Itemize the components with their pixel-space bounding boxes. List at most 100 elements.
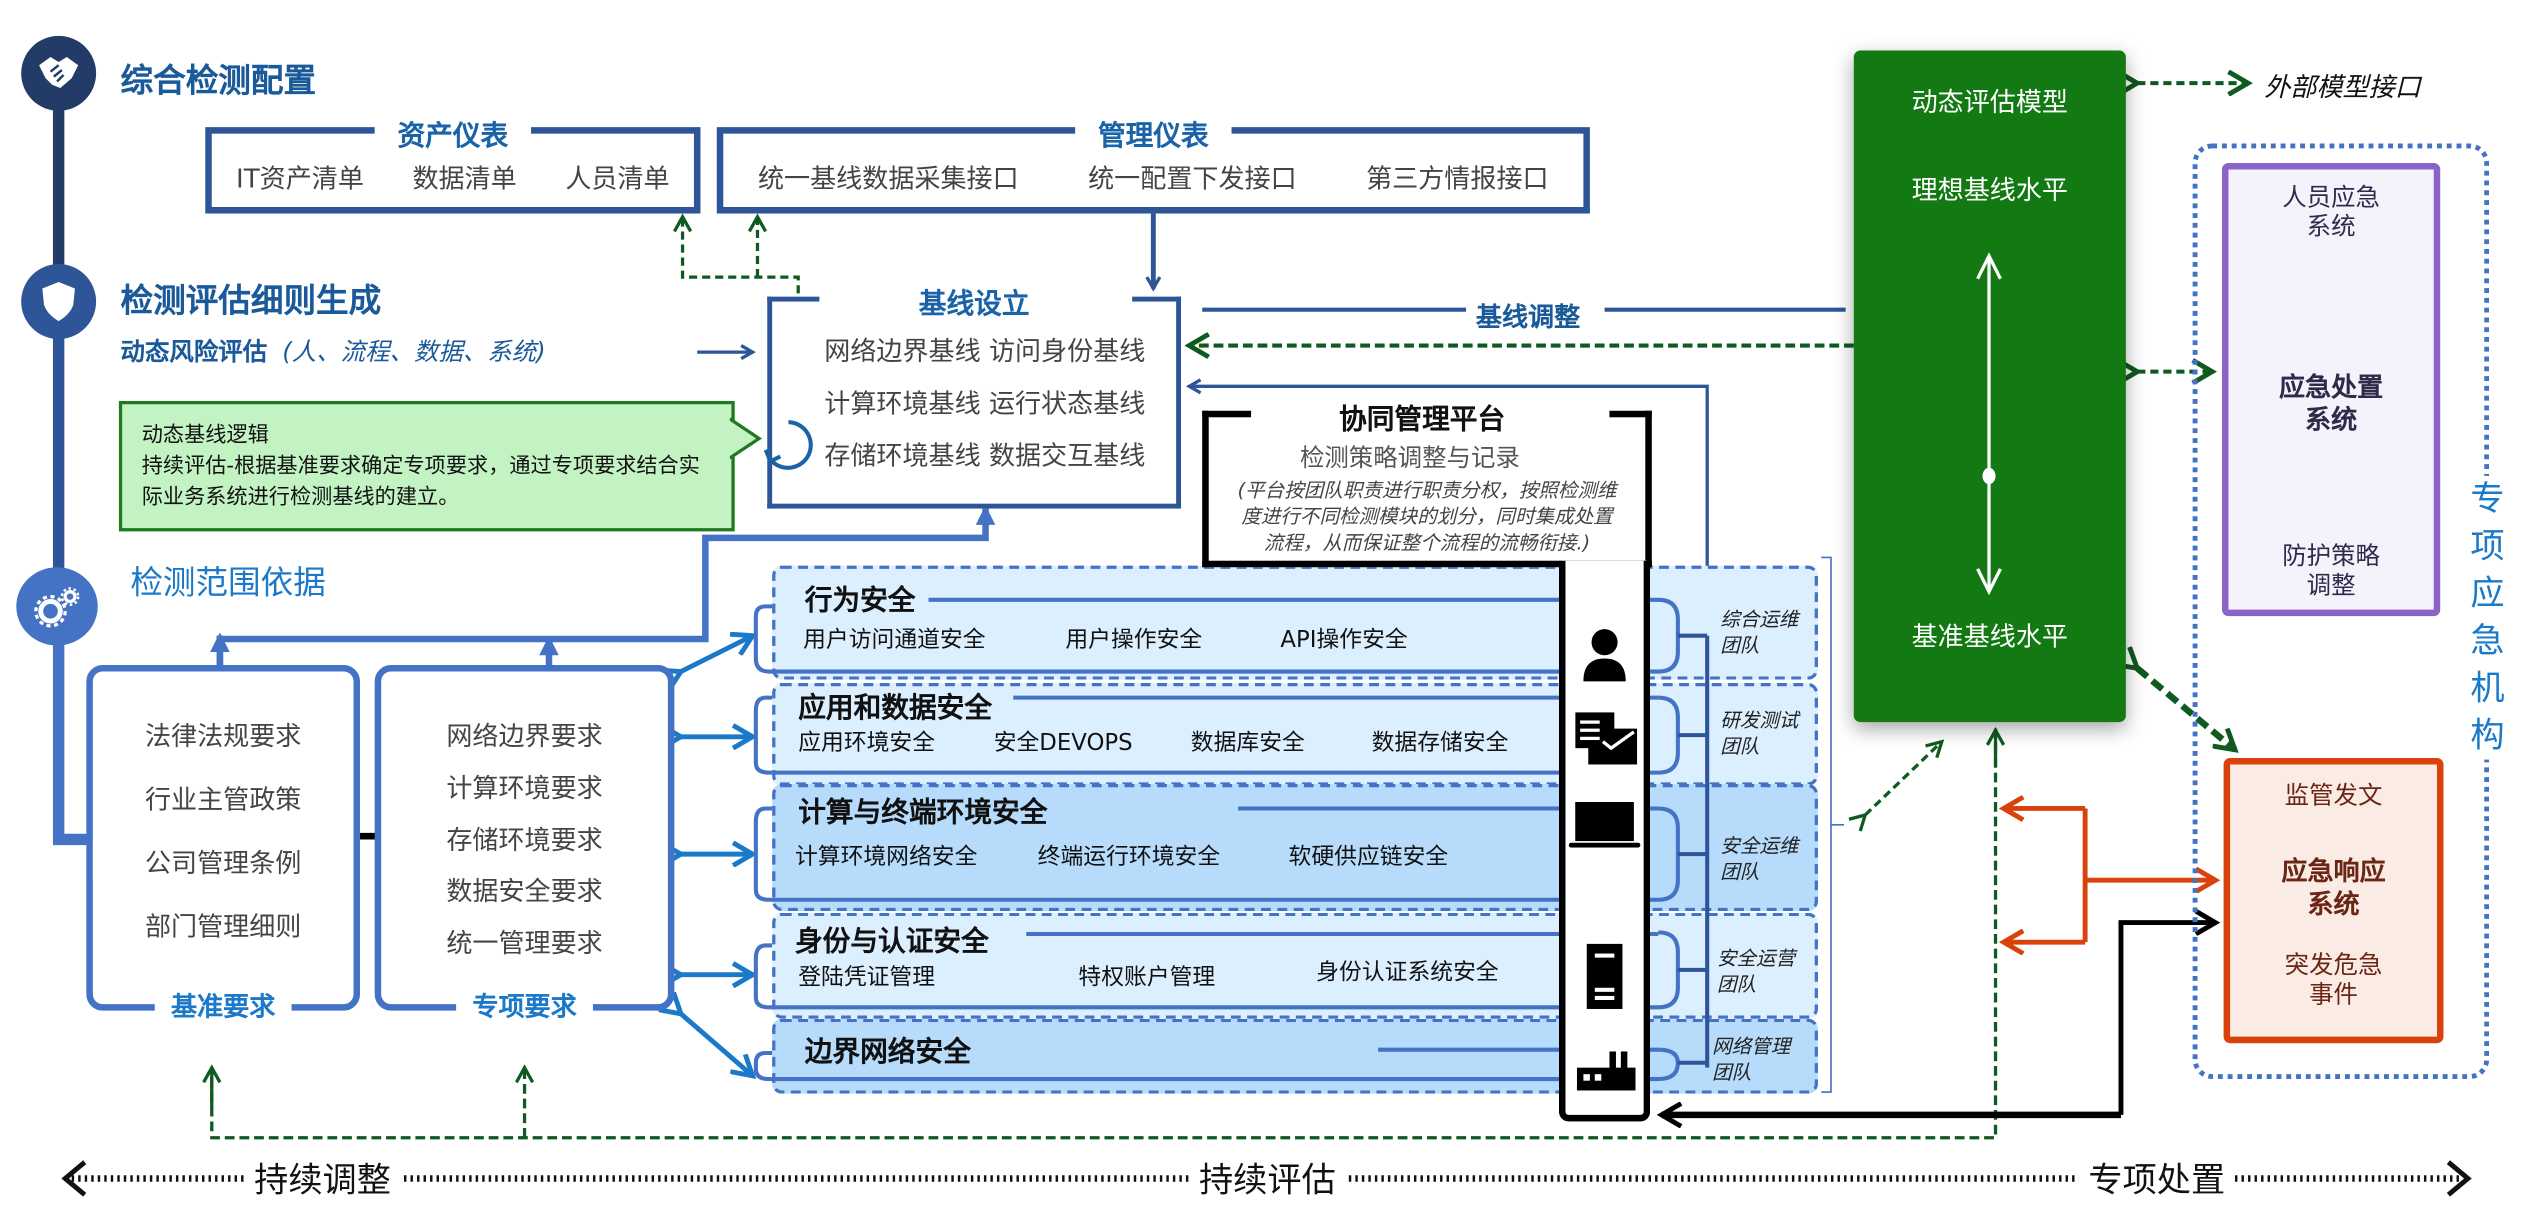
baseline-line: 存储环境基线 数据交互基线 bbox=[824, 440, 1146, 472]
emergency-disposal-system: 人员应急 系统 应急处置 系统 防护策略 调整 bbox=[2221, 163, 2441, 617]
platform-top-right bbox=[1609, 410, 1652, 418]
platform-box bbox=[1202, 410, 1652, 568]
asset-dashboard-title: 资产仪表 bbox=[374, 112, 532, 154]
black-arrow-to-response bbox=[2118, 923, 2215, 1115]
handshake-icon bbox=[39, 57, 79, 89]
bottom-left-arrowhead bbox=[61, 1160, 87, 1197]
model-ideal-level: 理想基线水平 bbox=[1911, 174, 2069, 206]
risk-eval-label: 动态风险评估 (人、流程、数据、系统) bbox=[121, 334, 546, 368]
text-line: 突发危急 bbox=[2284, 950, 2383, 980]
platform-subtitle: 检测策略调整与记录 bbox=[1299, 443, 1520, 473]
note-body: 持续评估-根据基准要求确定专项要求，通过专项要求结合实际业务系统进行检测基线的建… bbox=[141, 454, 700, 511]
team-label-line: 团队 bbox=[1720, 860, 1760, 884]
text-line: 调整 bbox=[2306, 570, 2356, 600]
domain-item: 终端运行环境安全 bbox=[1037, 844, 1221, 871]
level-range-arrow bbox=[1976, 252, 2002, 595]
domain-item: API操作安全 bbox=[1280, 627, 1408, 654]
stage3-marker bbox=[16, 567, 98, 646]
text-line: 系统 bbox=[2305, 404, 2358, 436]
special-item: 网络边界要求 bbox=[446, 720, 603, 752]
benchmark-footer: 基准要求 bbox=[154, 984, 292, 1024]
text-line: 人员应急 bbox=[2282, 182, 2380, 212]
stage2-marker bbox=[21, 264, 97, 340]
domain-item: 用户访问通道安全 bbox=[803, 627, 986, 654]
platform-title: 协同管理平台 bbox=[1339, 404, 1506, 437]
stage2-title: 检测评估细则生成 bbox=[120, 280, 382, 320]
benchmark-item: 法律法规要求 bbox=[144, 720, 302, 752]
domain-item: 特权账户管理 bbox=[1078, 964, 1216, 992]
stage3-title: 检测范围依据 bbox=[130, 562, 326, 602]
benchmark-item: 公司管理条例 bbox=[92, 841, 354, 881]
domain-item: 安全DEVOPS bbox=[993, 730, 1133, 757]
team-label: 安全运营 团队 bbox=[1717, 945, 1795, 997]
text-line: 防护策略 bbox=[2282, 541, 2380, 571]
baseline-adjust-label: 基线调整 bbox=[1475, 301, 1581, 333]
disposal-bottom: 防护策略 调整 bbox=[2228, 541, 2433, 600]
team-label: 综合运维 团队 bbox=[1720, 606, 1798, 658]
team-label: 安全运维 团队 bbox=[1720, 833, 1798, 885]
domain-item: 数据存储安全 bbox=[1371, 730, 1509, 757]
stage1-title: 综合检测配置 bbox=[120, 60, 317, 100]
gears-icon bbox=[34, 587, 80, 628]
note-title: 动态基线逻辑 bbox=[141, 423, 269, 449]
baseline-line: 计算环境基线 运行状态基线 bbox=[824, 387, 1146, 419]
benchmark-item: 部门管理细则 bbox=[144, 911, 302, 943]
behavior-frame bbox=[753, 597, 1680, 674]
emergency-org-label: 专项应急机构 bbox=[2464, 475, 2511, 760]
management-dashboard-items: 统一基线数据采集接口 统一配置下发接口 第三方情报接口 bbox=[723, 156, 1583, 195]
team-label-line: 安全运维 bbox=[1720, 834, 1799, 858]
special-requirements-box: 网络边界要求 计算环境要求 存储环境要求 数据安全要求 统一管理要求 专项要求 bbox=[374, 665, 675, 1024]
laptop-icon bbox=[1568, 801, 1641, 848]
team-label-line: 团队 bbox=[1716, 973, 1757, 996]
response-bottom: 突发危急 事件 bbox=[2230, 950, 2437, 1009]
baseline-setup-title: 基线设立 bbox=[918, 288, 1030, 322]
external-model-interface: 外部模型接口 bbox=[2264, 71, 2421, 103]
team-label-line: 网络管理 bbox=[1712, 1035, 1791, 1058]
border-frame bbox=[753, 1047, 1680, 1082]
server-icon bbox=[1586, 943, 1623, 1009]
special-footer: 专项要求 bbox=[456, 984, 593, 1024]
model-title: 动态评估模型 bbox=[1911, 86, 2069, 118]
desc-line: 流程，从而保证整个流程的流畅衔接.) bbox=[1263, 531, 1591, 555]
compute-frame bbox=[753, 806, 1680, 902]
asset-item: 数据清单 bbox=[412, 163, 517, 194]
dynamic-baseline-note: 动态基线逻辑 持续评估-根据基准要求确定专项要求，通过专项要求结合实际业务系统进… bbox=[118, 400, 735, 532]
text-line: 应急响应 bbox=[2281, 855, 2386, 887]
special-item: 统一管理要求 bbox=[446, 927, 603, 959]
domain-item: 软硬供应链安全 bbox=[1288, 844, 1449, 871]
disposal-main: 应急处置 系统 bbox=[2228, 372, 2433, 437]
response-main: 应急响应 系统 bbox=[2230, 856, 2437, 921]
biarrow-border bbox=[681, 1014, 753, 1076]
dashed-biarrow-teams-model bbox=[1865, 742, 1942, 815]
platform-top-left bbox=[1202, 410, 1252, 418]
asset-dashboard: 资产仪表 IT资产清单 数据清单 人员清单 bbox=[205, 112, 701, 214]
shield-icon bbox=[42, 281, 75, 322]
team-label-line: 团队 bbox=[1712, 1061, 1752, 1084]
appdata-frame bbox=[753, 695, 1680, 775]
mgmt-item: 统一配置下发接口 bbox=[1088, 163, 1297, 194]
benchmark-requirements-box: 法律法规要求 行业主管政策 公司管理条例 部门管理细则 基准要求 bbox=[86, 665, 361, 1024]
factory-icon bbox=[1576, 1051, 1636, 1091]
document-check-icon bbox=[1575, 712, 1638, 765]
domain-item: 用户操作安全 bbox=[1065, 627, 1203, 654]
special-item: 计算环境要求 bbox=[446, 772, 603, 804]
disposal-top: 人员应急 系统 bbox=[2228, 183, 2433, 242]
domain-title: 行为安全 bbox=[804, 585, 916, 618]
teams-bracket bbox=[1821, 556, 1845, 1093]
team-label-line: 团队 bbox=[1720, 634, 1760, 657]
asset-item: 人员清单 bbox=[565, 163, 670, 194]
risk-eval-scope: (人、流程、数据、系统) bbox=[282, 337, 546, 367]
mgmt-item: 第三方情报接口 bbox=[1366, 163, 1549, 194]
dashed-arrow-to-asset bbox=[683, 217, 800, 294]
bottom-label-continuous-eval: 持续评估 bbox=[1189, 1154, 1346, 1203]
domain-item: 应用环境安全 bbox=[798, 730, 936, 757]
domain-title: 计算与终端环境安全 bbox=[798, 797, 1048, 830]
text-line: 系统 bbox=[2306, 211, 2356, 242]
baseline-setup-box: 基线设立 网络边界基线 访问身份基线 计算环境基线 运行状态基线 存储环境基线 … bbox=[763, 289, 1182, 509]
model-baseline-level: 基准基线水平 bbox=[1911, 621, 2069, 652]
platform-description: (平台按团队职责进行职责分权，按照检测维 度进行不同检测模块的划分，同时集成处置… bbox=[1210, 478, 1643, 556]
bottom-label-special-handling: 专项处置 bbox=[2078, 1154, 2235, 1203]
dynamic-model-panel: 动态评估模型 理想基线水平 基准基线水平 bbox=[1853, 50, 2126, 723]
